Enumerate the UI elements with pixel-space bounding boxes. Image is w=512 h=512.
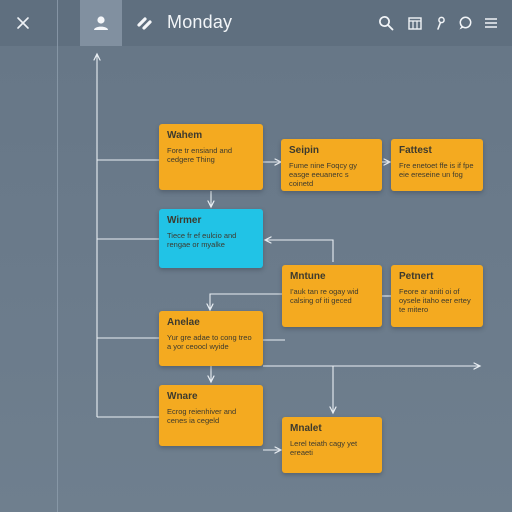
sidebar-divider [57, 0, 58, 512]
card-body: Yur gre adae to cong treo a yor ceoocl w… [167, 333, 252, 351]
card-title: Wnare [167, 391, 198, 402]
card-title: Mnalet [290, 423, 322, 434]
card-body: Fore tr ensiand and cedgere Thing [167, 146, 233, 164]
task-card-mntune[interactable]: Mntune I'auk tan re ogay wid calsing of … [282, 265, 382, 327]
card-title: Wirmer [167, 215, 202, 226]
card-title: Petnert [399, 271, 434, 282]
pin-icon [437, 16, 445, 30]
app-title: Monday [167, 12, 233, 32]
monday-logo-icon [137, 17, 152, 30]
task-card-petnert[interactable]: Petnert Feore ar aniti oi of oysele itah… [391, 265, 483, 327]
task-card-anelae[interactable]: Anelae Yur gre adae to cong treo a yor c… [159, 311, 263, 366]
connector-mntune-anelae [210, 293, 282, 310]
card-body: Ecrog reienhiver and cenes ia cegeld [167, 407, 237, 425]
user-icon [94, 16, 108, 30]
card-title: Mntune [290, 271, 326, 282]
top-bar: Monday [0, 0, 512, 46]
task-card-wahem[interactable]: Wahem Fore tr ensiand and cedgere Thing [159, 124, 263, 190]
card-title: Anelae [167, 317, 200, 328]
search-button[interactable] [376, 13, 396, 33]
card-title: Seipin [289, 145, 320, 156]
board-view-icon [408, 17, 422, 30]
card-body: Fre enetoet ffe is if fpe eie ereseine u… [399, 161, 474, 179]
task-card-mnalet[interactable]: Mnalet Lerel teiath cagy yet ereaeti [282, 417, 382, 473]
card-body: Feore ar aniti oi of oysele itaho eer er… [399, 287, 471, 314]
board-view-button[interactable] [405, 13, 425, 33]
pin-button[interactable] [430, 13, 450, 33]
task-card-fattest[interactable]: Fattest Fre enetoet ffe is if fpe eie er… [391, 139, 483, 191]
card-body: Tiece fr ef eulcio and rengae or myalke [167, 231, 237, 249]
card-title: Wahem [167, 130, 203, 141]
app-logo [134, 12, 156, 34]
search-icon [379, 16, 394, 31]
chat-icon [459, 16, 472, 30]
close-button[interactable] [10, 10, 36, 36]
connector-junction-wirmer [265, 240, 334, 262]
card-body: I'auk tan re ogay wid calsing of iti gec… [290, 287, 359, 305]
chat-button[interactable] [455, 13, 475, 33]
task-card-wnare[interactable]: Wnare Ecrog reienhiver and cenes ia cege… [159, 385, 263, 446]
task-card-seipin[interactable]: Seipin Fume nine Foqcy gy easge eeuanerc… [281, 139, 382, 191]
task-card-wirmer[interactable]: Wirmer Tiece fr ef eulcio and rengae or … [159, 209, 263, 268]
close-icon [17, 17, 29, 29]
card-body: Lerel teiath cagy yet ereaeti [290, 439, 358, 457]
menu-icon [485, 18, 497, 28]
menu-button[interactable] [481, 13, 501, 33]
card-body: Fume nine Foqcy gy easge eeuanerc s coin… [289, 161, 357, 188]
card-title: Fattest [399, 145, 432, 156]
user-profile-tab[interactable] [80, 0, 122, 46]
